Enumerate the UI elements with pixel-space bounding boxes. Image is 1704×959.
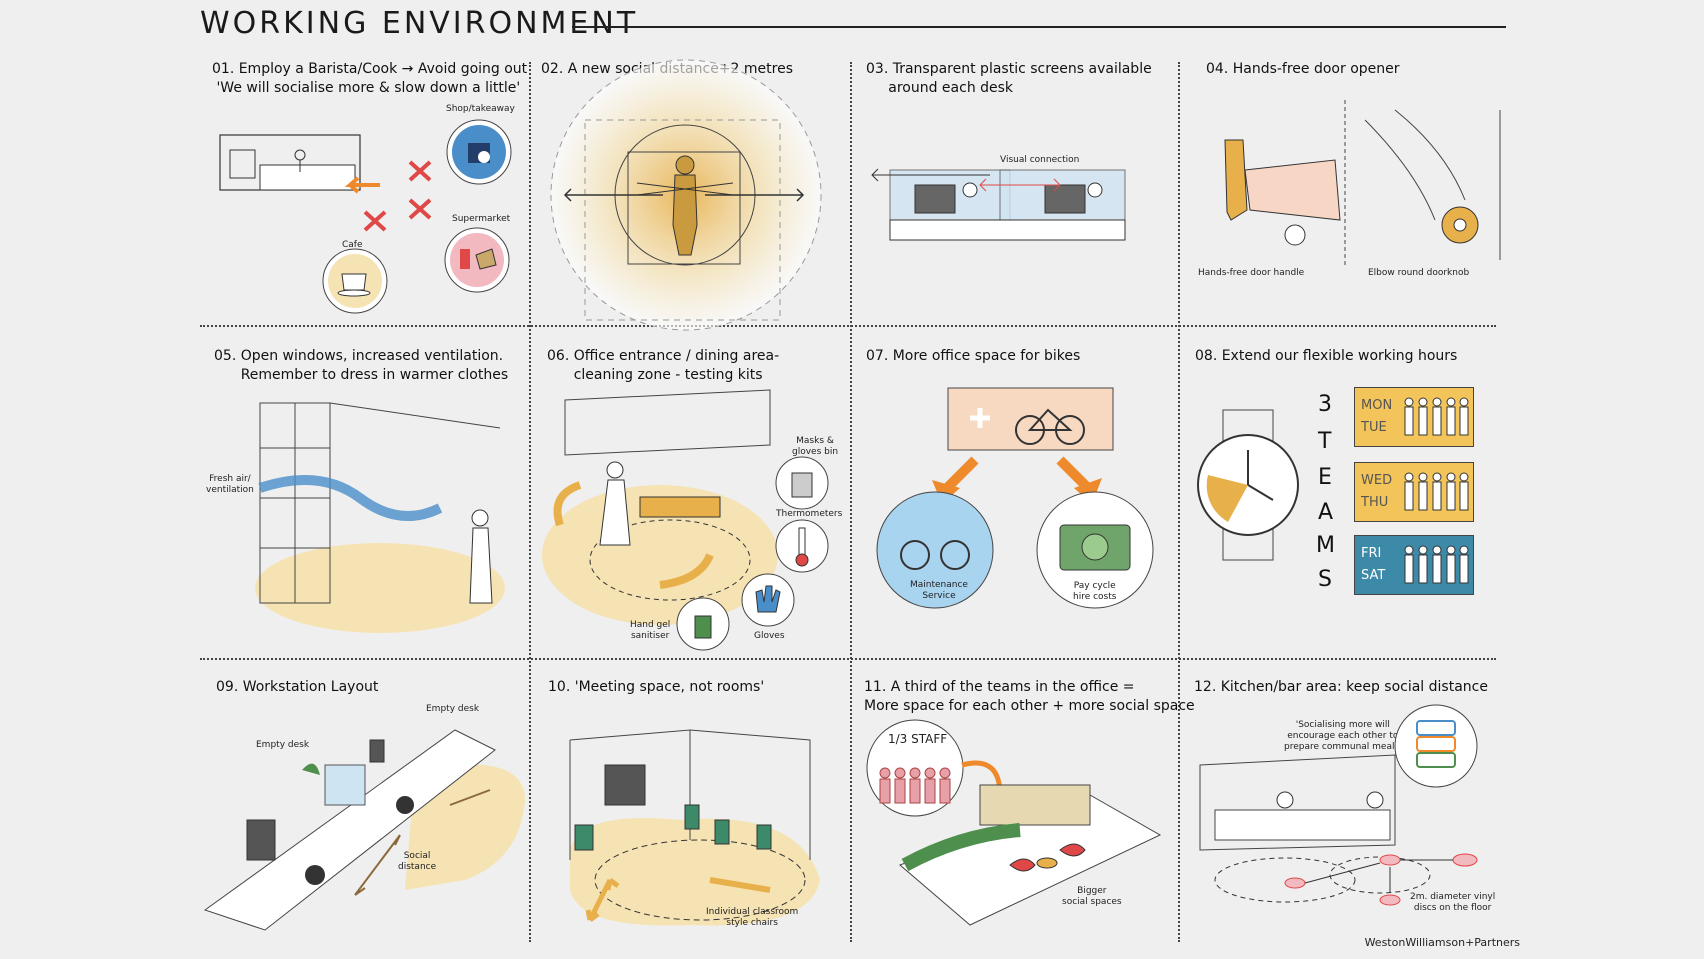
row-divider [200,658,1496,660]
hand-gel-icon [676,597,730,651]
credit-label: WestonWilliamson+Partners [1364,936,1520,949]
team-figures [1404,397,1469,436]
route-arrows [344,160,432,232]
panel-caption: 03. Transparent plastic screens availabl… [866,61,1152,96]
column-divider [850,62,852,942]
team-figures [1404,472,1469,511]
day-label: WED [1361,473,1393,488]
hands-free-handle-label: Hands-free door handle [1198,268,1305,278]
door-handle-illustration [1224,100,1346,265]
communal-meals-quote: 'Socialising more will encourage each ot… [1284,720,1402,752]
team-figures [1404,545,1469,584]
thermometers-label: Thermometers [776,509,843,519]
third-staff-label: 1/3 STAFF [888,732,948,746]
panel-caption: 09. Workstation Layout [216,679,379,695]
ventilation-illustration [255,402,505,633]
panel-caption: 10. 'Meeting space, not rooms' [548,679,765,695]
day-label: TUE [1361,420,1387,435]
masks-gloves-bin-label: Masks & gloves bin [792,436,839,457]
panel-caption: 05. Open windows, increased ventilation.… [214,348,509,383]
meeting-space-illustration [569,729,820,926]
panel-caption: 08. Extend our flexible working hours [1195,348,1458,364]
shop-takeaway-label: Shop/takeaway [446,104,515,114]
teams-letter: M [1316,533,1335,558]
team-schedule-card: MON TUE [1354,387,1474,447]
supermarket-icon [444,227,510,293]
teams-letter: 3 [1318,392,1332,417]
hand-gel-label: Hand gel sanitiser [630,620,671,641]
team-schedule-card: WED THU [1354,462,1474,522]
day-label: SAT [1361,568,1386,583]
desk-screens-illustration [871,168,1126,241]
day-label: THU [1361,495,1389,510]
panel-caption: 01. Employ a Barista/Cook → Avoid going … [212,61,528,96]
social-distance-label: Social distance [398,851,437,872]
shop-takeaway-icon [446,119,512,185]
food-containers-icon [1394,704,1478,788]
gloves-icon [741,573,795,627]
teams-letter: S [1318,567,1332,592]
teams-letter: T [1318,429,1332,454]
maintenance-service-label: Maintenance Service [910,580,968,601]
teams-letter: A [1318,500,1334,525]
panel-caption: 06. Office entrance / dining area- clean… [547,348,780,383]
watch-illustration [1197,409,1299,561]
cafe-counter-illustration [219,134,361,191]
elbow-doorknob-illustration [1364,109,1501,260]
bike-space-illustration [876,387,1154,609]
empty-desk-label: Empty desk [426,704,480,714]
social-distance-illustration [550,59,822,331]
elbow-doorknob-label: Elbow round doorknob [1368,268,1470,278]
team-schedule-card: FRI SAT [1354,535,1474,595]
panel-caption: 12. Kitchen/bar area: keep social distan… [1194,679,1488,695]
column-divider [1178,62,1180,942]
cafe-icon [322,248,388,314]
column-divider [529,62,531,942]
day-label: MON [1361,398,1393,413]
masks-gloves-bin-icon [775,456,829,510]
gloves-label: Gloves [754,631,785,641]
teams-letter: E [1318,465,1332,490]
visual-connection-label: Visual connection [1000,155,1080,165]
panel-caption: 07. More office space for bikes [866,348,1081,364]
social-space-illustration [899,760,1162,926]
entrance-cleaning-illustration [542,389,778,625]
kitchen-bar-illustration [1199,754,1478,906]
classroom-chairs-label: Individual classroom style chairs [706,907,799,928]
workstation-layout-illustration [203,729,525,931]
vinyl-discs-label: 2m. diameter vinyl discs on the floor [1410,892,1496,913]
pay-cycle-hire-label: Pay cycle hire costs [1073,581,1117,602]
title-rule [572,26,1506,28]
row-divider [200,325,1496,327]
day-label: FRI [1361,546,1382,561]
page-title: WORKING ENVIRONMENT [200,6,639,41]
empty-desk-label: Empty desk [256,740,310,750]
supermarket-label: Supermarket [452,214,511,224]
thermometer-icon [775,519,829,573]
cafe-label: Cafe [342,240,363,250]
fresh-air-label: Fresh air/ ventilation [206,474,254,495]
panel-caption: 04. Hands-free door opener [1206,61,1400,77]
third-staff-icon [866,719,964,817]
panel-caption: 11. A third of the teams in the office =… [864,679,1195,714]
bigger-social-spaces-label: Bigger social spaces [1062,886,1122,907]
